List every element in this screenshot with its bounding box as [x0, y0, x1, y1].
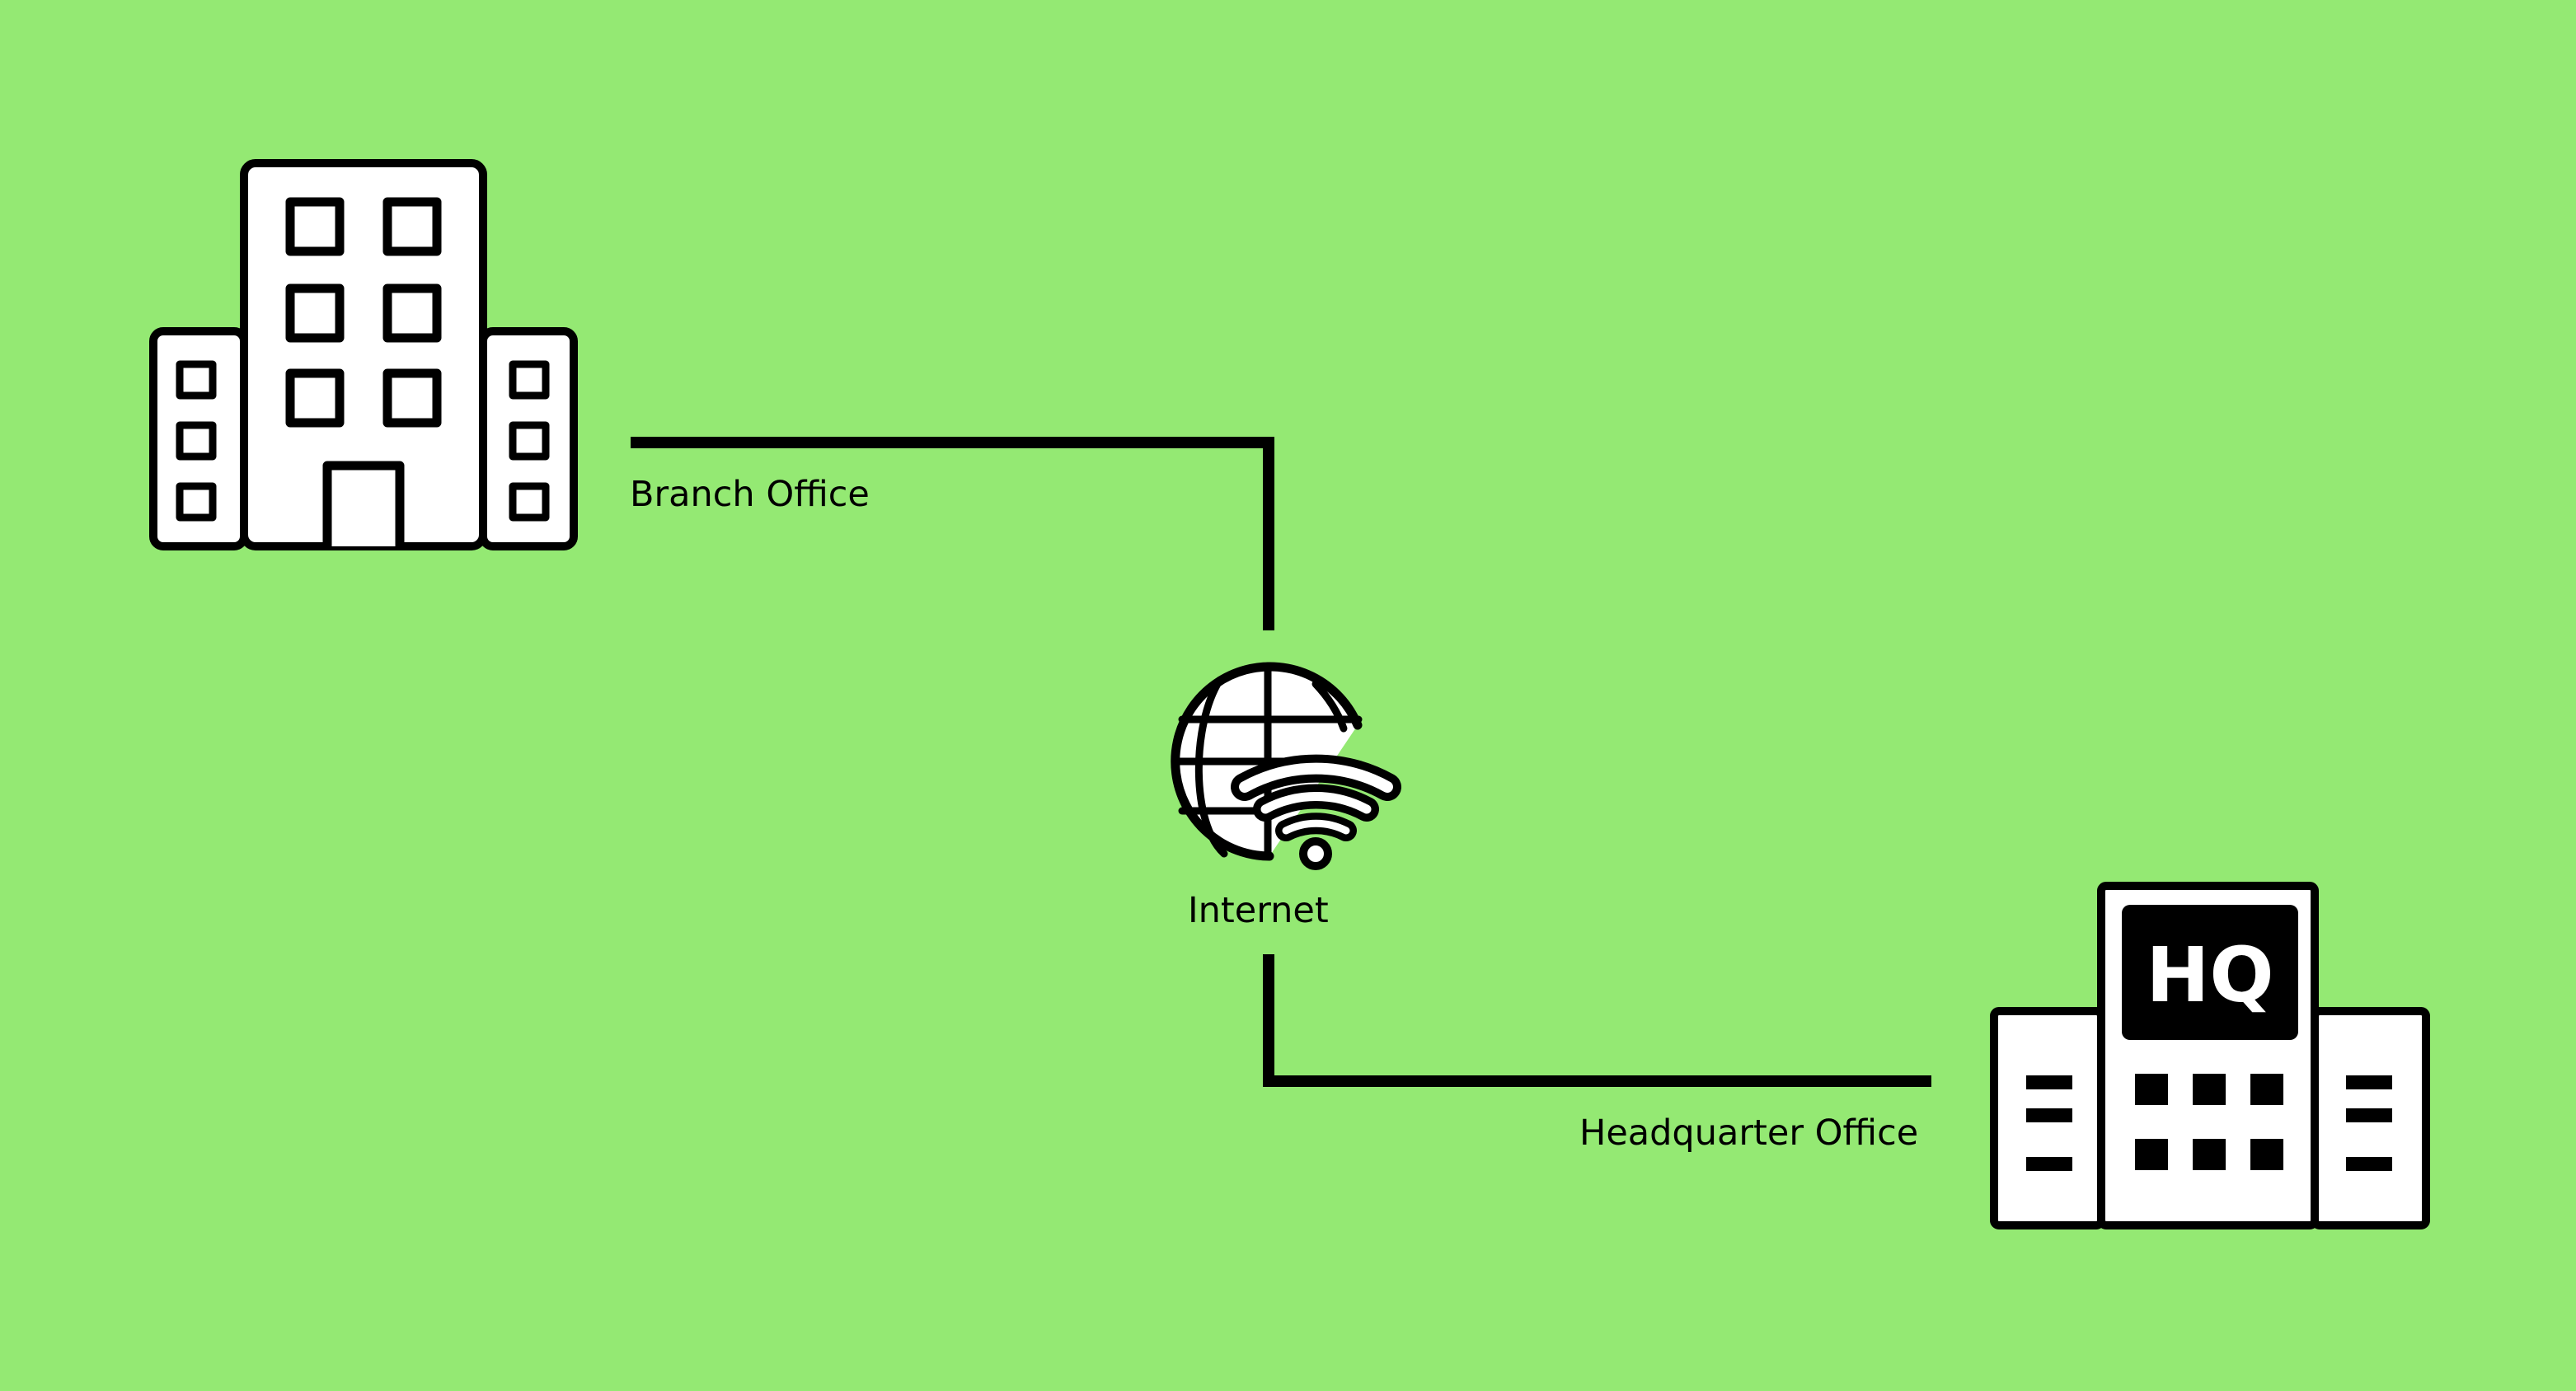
hq-building-icon: HQ: [1990, 882, 2430, 1229]
branch-office-label: Branch Office: [630, 474, 870, 515]
hq-sign: [2122, 905, 2298, 1040]
office-building-icon: [149, 159, 578, 550]
headquarter-office-label: Headquarter Office: [1579, 1112, 1919, 1154]
connector-internet-hq: [1263, 954, 1931, 1087]
hq-sign-text: HQ: [2146, 931, 2273, 1019]
connector-branch-internet: [631, 437, 1274, 630]
globe-wifi-icon: [1171, 662, 1401, 870]
internet-label: Internet: [1188, 890, 1329, 931]
